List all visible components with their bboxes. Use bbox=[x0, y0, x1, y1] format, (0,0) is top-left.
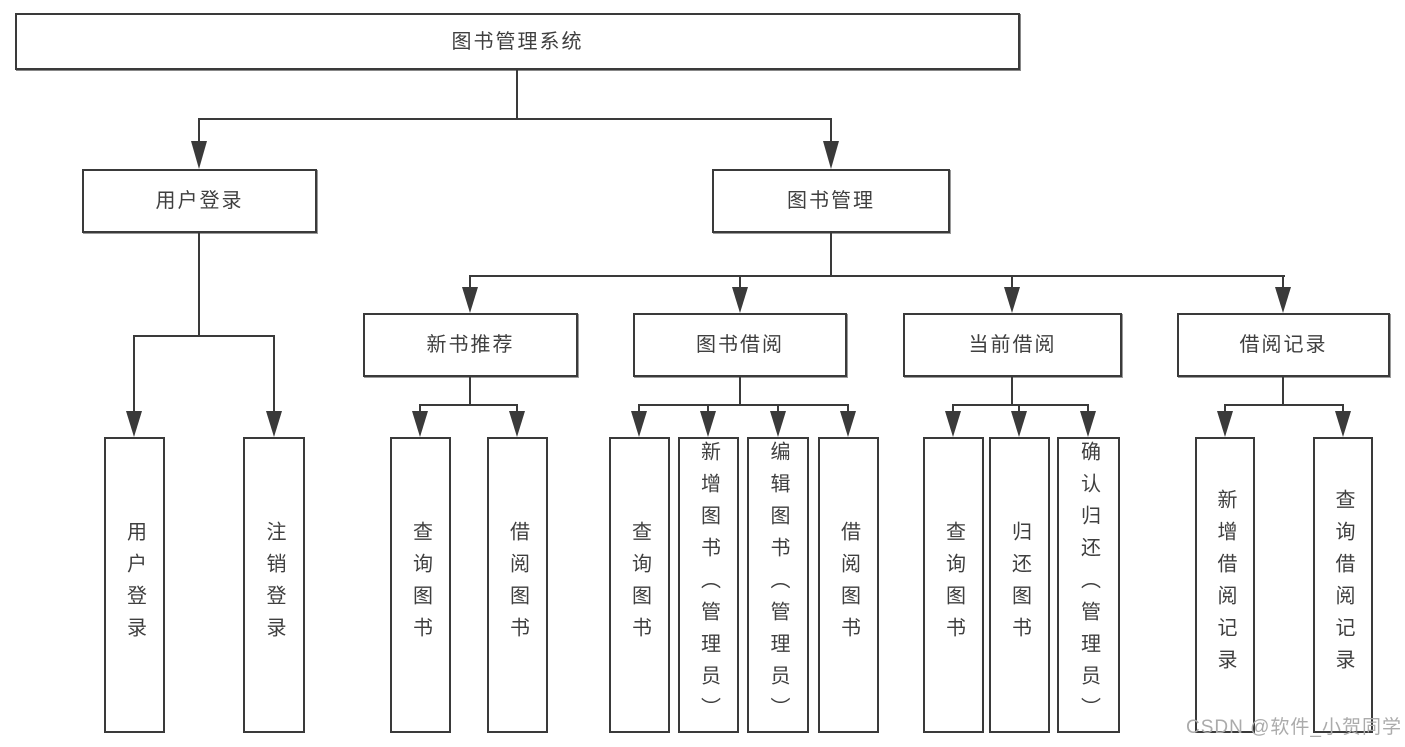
arrow-down-icon bbox=[1217, 411, 1233, 437]
node-new-book-recommendation: 新书推荐 bbox=[363, 313, 578, 377]
connector-hline bbox=[420, 404, 518, 406]
leaf-add-borrow-record: 新增借阅记录 bbox=[1195, 437, 1255, 733]
arrow-down-icon bbox=[945, 411, 961, 437]
node-current-borrowing: 当前借阅 bbox=[903, 313, 1122, 377]
node-user-login: 用户登录 bbox=[82, 169, 317, 233]
leaf-edit-books-admin: 编辑图书（管理员） bbox=[747, 437, 809, 733]
leaf-confirm-return-admin: 确认归还（管理员） bbox=[1057, 437, 1120, 733]
connector-vline bbox=[469, 377, 471, 404]
leaf-query-borrow-record: 查询借阅记录 bbox=[1313, 437, 1373, 733]
connector-vline bbox=[198, 118, 200, 146]
arrow-down-icon bbox=[462, 287, 478, 313]
leaf-add-books-admin: 新增图书（管理员） bbox=[678, 437, 739, 733]
connector-vline bbox=[707, 404, 709, 414]
connector-hline bbox=[469, 275, 1285, 277]
arrow-down-icon bbox=[266, 411, 282, 437]
leaf-label: 查询借阅记录 bbox=[1332, 489, 1354, 681]
leaf-label: 借阅图书 bbox=[506, 521, 529, 649]
leaf-query-books-1: 查询图书 bbox=[390, 437, 451, 733]
leaf-query-books-2: 查询图书 bbox=[609, 437, 670, 733]
leaf-logout: 注销登录 bbox=[243, 437, 305, 733]
node-book-borrowing: 图书借阅 bbox=[633, 313, 847, 377]
arrow-down-icon bbox=[700, 411, 716, 437]
node-book-management: 图书管理 bbox=[712, 169, 950, 233]
leaf-label: 归还图书 bbox=[1008, 521, 1031, 649]
connector-vline bbox=[739, 377, 741, 404]
arrow-down-icon bbox=[1275, 287, 1291, 313]
connector-vline bbox=[198, 233, 200, 335]
arrow-down-icon bbox=[1011, 411, 1027, 437]
connector-vline bbox=[1224, 404, 1226, 414]
leaf-borrow-books-2: 借阅图书 bbox=[818, 437, 879, 733]
leaf-borrow-books-1: 借阅图书 bbox=[487, 437, 548, 733]
leaf-label: 编辑图书（管理员） bbox=[767, 441, 789, 729]
leaf-return-books: 归还图书 bbox=[989, 437, 1050, 733]
arrow-down-icon bbox=[191, 141, 207, 169]
connector-vline bbox=[830, 233, 832, 275]
arrow-down-icon bbox=[770, 411, 786, 437]
leaf-label: 借阅图书 bbox=[837, 521, 860, 649]
connector-vline bbox=[516, 404, 518, 414]
node-borrowing-records: 借阅记录 bbox=[1177, 313, 1390, 377]
connector-hline bbox=[133, 335, 275, 337]
arrow-down-icon bbox=[840, 411, 856, 437]
connector-vline bbox=[830, 118, 832, 146]
connector-vline bbox=[1087, 404, 1089, 414]
arrow-down-icon bbox=[412, 411, 428, 437]
arrow-down-icon bbox=[1080, 411, 1096, 437]
leaf-label: 新增图书（管理员） bbox=[697, 441, 720, 729]
connector-vline bbox=[133, 335, 135, 413]
leaf-label: 用户登录 bbox=[123, 521, 146, 649]
leaf-label: 查询图书 bbox=[409, 521, 432, 649]
connector-vline bbox=[847, 404, 849, 414]
leaf-user-login: 用户登录 bbox=[104, 437, 165, 733]
connector-vline bbox=[516, 70, 518, 118]
arrow-down-icon bbox=[1335, 411, 1351, 437]
arrow-down-icon bbox=[1004, 287, 1020, 313]
leaf-label: 查询图书 bbox=[942, 521, 965, 649]
connector-hline bbox=[198, 118, 832, 120]
connector-vline bbox=[739, 275, 741, 289]
connector-vline bbox=[1342, 404, 1344, 414]
leaf-label: 确认归还（管理员） bbox=[1077, 441, 1100, 729]
connector-vline bbox=[273, 335, 275, 413]
leaf-label: 查询图书 bbox=[628, 521, 651, 649]
connector-hline bbox=[953, 404, 1089, 406]
connector-vline bbox=[419, 404, 421, 414]
connector-vline bbox=[777, 404, 779, 414]
connector-vline bbox=[952, 404, 954, 414]
arrow-down-icon bbox=[126, 411, 142, 437]
leaf-label: 注销登录 bbox=[263, 521, 285, 649]
leaf-label: 新增借阅记录 bbox=[1214, 489, 1236, 681]
connector-vline bbox=[1018, 404, 1020, 414]
node-library-management-system: 图书管理系统 bbox=[15, 13, 1020, 70]
leaf-query-books-3: 查询图书 bbox=[923, 437, 984, 733]
arrow-down-icon bbox=[509, 411, 525, 437]
connector-vline bbox=[1282, 377, 1284, 404]
connector-vline bbox=[638, 404, 640, 414]
arrow-down-icon bbox=[732, 287, 748, 313]
connector-vline bbox=[1011, 377, 1013, 404]
connector-hline bbox=[639, 404, 849, 406]
arrow-down-icon bbox=[823, 141, 839, 169]
connector-vline bbox=[1011, 275, 1013, 289]
connector-vline bbox=[469, 275, 471, 289]
arrow-down-icon bbox=[631, 411, 647, 437]
csdn-watermark: CSDN @软件_小贺同学 bbox=[1186, 717, 1402, 738]
connector-vline bbox=[1282, 275, 1284, 289]
connector-hline bbox=[1224, 404, 1344, 406]
